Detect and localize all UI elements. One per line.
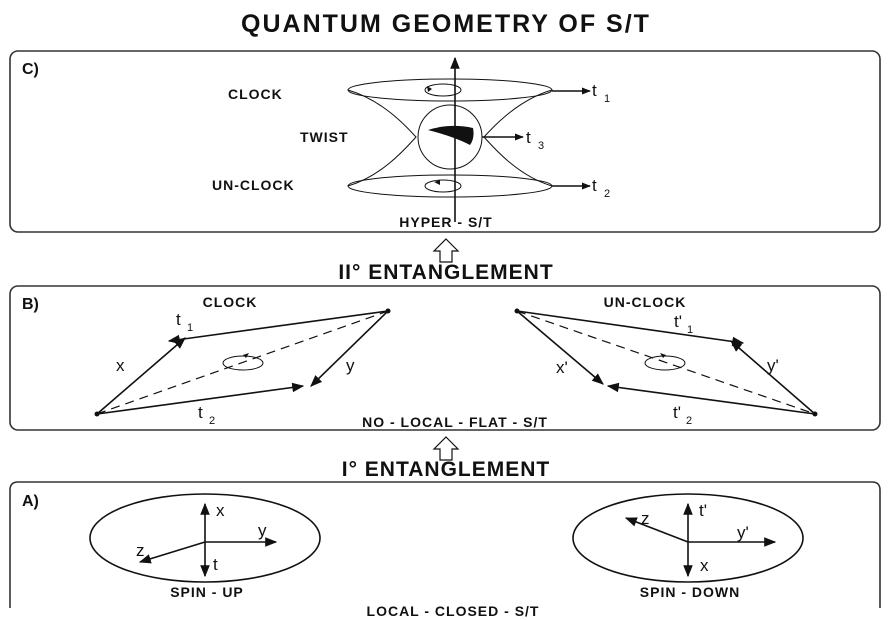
spin-down-sphere <box>572 493 804 583</box>
t2p-sub: 2 <box>686 415 692 427</box>
panel-b-box <box>9 285 881 431</box>
hyperboloid <box>347 56 553 222</box>
hyper-st-caption: HYPER - S/T <box>399 214 492 230</box>
clock-label-c: CLOCK <box>228 86 283 102</box>
panel-c-box <box>9 50 881 233</box>
t2-sub-b: 2 <box>209 415 215 427</box>
no-local-flat-caption: NO - LOCAL - FLAT - S/T <box>362 414 548 430</box>
panel-b-label: B) <box>22 296 39 313</box>
t1p-sub: 1 <box>687 324 693 336</box>
unclock-label-b: UN-CLOCK <box>604 294 687 310</box>
z-axis-label-a: z <box>136 541 145 560</box>
panel-a-box <box>9 481 881 608</box>
clock-rotation-b-icon <box>243 353 249 358</box>
clock-rotation-icon <box>427 86 432 92</box>
first-entanglement-label: I° ENTANGLEMENT <box>342 458 551 481</box>
t2-label-b: t <box>198 403 203 422</box>
t3-sub: 3 <box>538 140 544 152</box>
t2p-label: t' <box>673 403 681 422</box>
t1-sub-c: 1 <box>604 93 610 105</box>
panel-a-label: A) <box>22 493 39 510</box>
t2-sub-c: 2 <box>604 188 610 200</box>
y-label-b: y <box>346 356 355 375</box>
unclock-parallelogram <box>514 308 818 417</box>
up-hollow-arrow-icon <box>432 238 460 263</box>
yp-label: y' <box>767 356 779 375</box>
diagram-title: QUANTUM GEOMETRY OF S/T <box>241 10 651 38</box>
panel-c-label: C) <box>22 61 39 78</box>
t1-sub-b: 1 <box>187 322 193 334</box>
twist-label: TWIST <box>300 129 349 145</box>
unclock-rotation-b-icon <box>660 353 666 358</box>
x-axis-label-a: x <box>216 501 225 520</box>
unclock-rotation-icon <box>434 180 440 185</box>
up-hollow-arrow-icon <box>432 436 460 461</box>
spin-up-caption: SPIN - UP <box>170 584 244 600</box>
local-closed-caption: LOCAL - CLOSED - S/T <box>367 603 540 619</box>
t-axis-label-a: t <box>213 555 218 574</box>
clock-label-b: CLOCK <box>203 294 258 310</box>
spin-down-caption: SPIN - DOWN <box>640 584 740 600</box>
x-label-b: x <box>116 356 125 375</box>
xp-label: x' <box>556 358 568 377</box>
yp-axis-label-a: y' <box>737 523 749 542</box>
clock-parallelogram <box>94 308 391 417</box>
unclock-label-c: UN-CLOCK <box>212 177 295 193</box>
x-axis-label-a-right: x <box>700 556 709 575</box>
t3-label: t <box>526 128 531 147</box>
spin-up-sphere <box>89 493 321 583</box>
t1p-label: t' <box>674 312 682 331</box>
tp-axis-label-a: t' <box>699 501 707 520</box>
z-axis-label-a-right: z <box>641 509 650 528</box>
second-entanglement-label: II° ENTANGLEMENT <box>338 261 553 284</box>
t1-label-c: t <box>592 81 597 100</box>
t2-label-c: t <box>592 176 597 195</box>
t1-label-b: t <box>176 310 181 329</box>
y-axis-label-a: y <box>258 521 267 540</box>
